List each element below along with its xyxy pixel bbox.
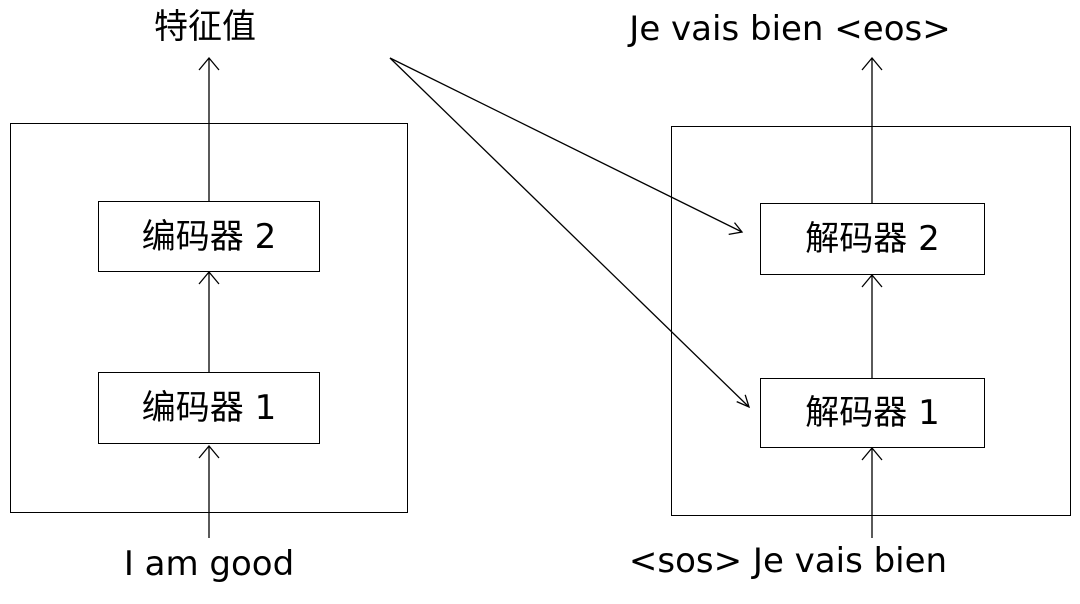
encoder-stack-frame (10, 123, 408, 513)
feature-to-decoder-1-line (389, 57, 750, 408)
encoder-block-2: 编码器 2 (98, 201, 320, 272)
decoder-block-1-label: 解码器 1 (805, 393, 940, 433)
encoder-block-2-label: 编码器 2 (141, 216, 277, 257)
decoder-block-1: 解码器 1 (760, 378, 985, 448)
encoder-output-arrowhead (198, 56, 220, 71)
feature-to-decoder-2-arrowhead (728, 222, 744, 236)
encoder-input-arrowhead (198, 444, 220, 459)
decoder-block-2-label: 解码器 2 (805, 219, 940, 259)
feature-to-decoder-1-arrowhead (736, 394, 751, 409)
decoder-stack-frame (671, 126, 1071, 516)
decoder-block-2: 解码器 2 (760, 203, 985, 275)
encoder-middle-arrowhead (198, 270, 220, 285)
decoder-input-arrowhead (861, 446, 883, 461)
encoder-output-label: 特征值 (154, 7, 256, 47)
encoder-input-label: I am good (123, 544, 295, 584)
decoder-output-arrowhead (861, 56, 883, 71)
decoder-middle-arrowhead (861, 273, 883, 288)
feature-to-decoder-2-line (389, 57, 743, 233)
decoder-input-label: <sos> Je vais bien (628, 541, 948, 581)
decoder-output-label: Je vais bien <eos> (629, 9, 951, 49)
encoder-block-1: 编码器 1 (98, 372, 320, 444)
encoder-block-1-label: 编码器 1 (141, 388, 277, 428)
